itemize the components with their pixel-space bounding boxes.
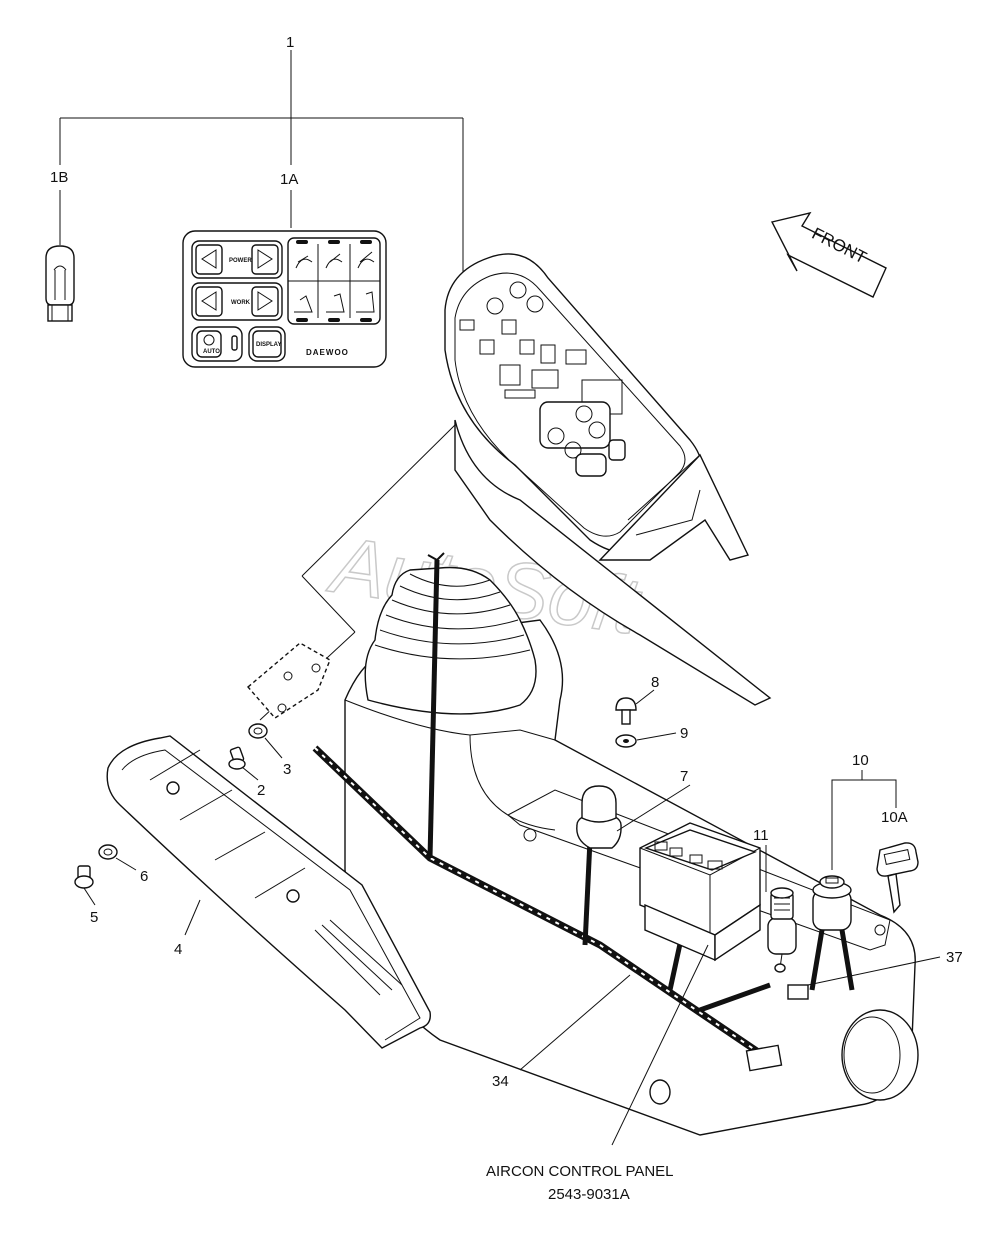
bolt-5 (74, 865, 94, 889)
aircon-part-number: 2543-9031A (548, 1186, 630, 1203)
callout-10: 10 (852, 752, 869, 769)
auto-label: AUTO (203, 349, 220, 355)
washer-9 (615, 734, 637, 748)
aircon-title: AIRCON CONTROL PANEL (486, 1163, 674, 1180)
item-1-bracket (59, 50, 464, 295)
callout-11: 11 (753, 827, 769, 844)
bolt-2 (228, 746, 246, 770)
switch-11 (767, 887, 797, 973)
callout-3: 3 (283, 761, 291, 778)
callout-1a: 1A (280, 171, 298, 188)
screw-8 (615, 697, 637, 725)
key-10a (876, 842, 919, 914)
washer-3 (248, 723, 268, 739)
aircon-panel (639, 822, 761, 962)
joystick-boot (364, 566, 537, 715)
washer-6 (98, 844, 118, 860)
bulb-1b (45, 245, 75, 322)
wire-harness (312, 552, 783, 1072)
callout-1: 1 (286, 34, 294, 51)
key-switch-10 (787, 875, 855, 1000)
callout-4: 4 (174, 941, 182, 958)
callout-1b: 1B (50, 169, 68, 186)
callout-8: 8 (651, 674, 659, 691)
callout-2: 2 (257, 782, 265, 799)
panel-1a (182, 230, 387, 368)
callout-10a: 10A (881, 809, 908, 826)
callout-5: 5 (90, 909, 98, 926)
front-arrow (770, 211, 887, 298)
buzzer-7 (576, 785, 622, 849)
cover-plate-bracket (247, 642, 331, 719)
panel-4 (106, 735, 431, 1049)
power-label: POWER (229, 258, 252, 264)
callout-9: 9 (680, 725, 688, 742)
callout-6: 6 (140, 868, 148, 885)
callout-34: 34 (492, 1073, 509, 1090)
instrument-cluster (444, 253, 772, 706)
callout-37: 37 (946, 949, 963, 966)
callout-7: 7 (680, 768, 688, 785)
display-label: DISPLAY (256, 342, 281, 348)
daewoo-brand: DAEWOO (306, 348, 349, 357)
work-label: WORK (231, 300, 251, 306)
